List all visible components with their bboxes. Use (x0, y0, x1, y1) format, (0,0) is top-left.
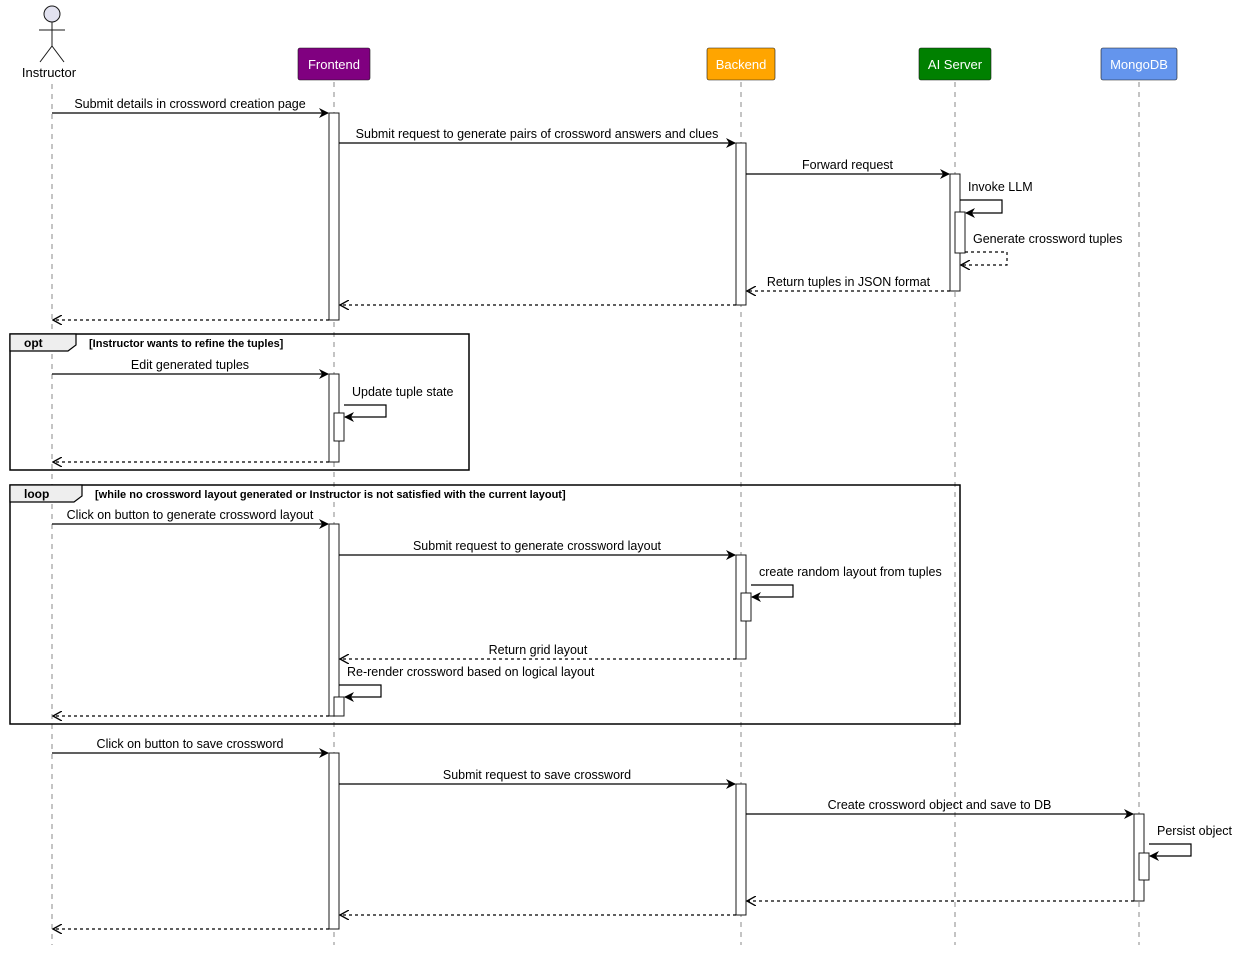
message: Forward request (746, 158, 950, 179)
message-label: Submit details in crossword creation pag… (74, 97, 305, 111)
message: Submit request to generate pairs of cros… (339, 127, 736, 148)
self-message-arrow (1149, 843, 1192, 861)
participant-label-backend: Backend (716, 57, 767, 72)
activation-backend (735, 783, 747, 916)
participant-box-backend (706, 47, 776, 81)
participant-backend: Backend (706, 47, 776, 81)
activation-ai (954, 211, 966, 254)
message-label: Return tuples in JSON format (767, 275, 931, 289)
message-label: Click on button to generate crossword la… (67, 508, 314, 522)
fragment-guard: [Instructor wants to refine the tuples] (89, 338, 284, 350)
fragment-tab (9, 484, 83, 503)
fragment-frame (9, 333, 470, 471)
participant-box-frontend (297, 47, 371, 81)
activation-mongo (1138, 852, 1150, 881)
self-message-arrow (960, 199, 1003, 218)
message: Create crossword object and save to DB (746, 798, 1134, 819)
message-label: Persist object (1157, 824, 1233, 838)
message-label: Submit request to generate pairs of cros… (356, 127, 719, 141)
fragment-guard: [while no crossword layout generated or … (95, 489, 566, 501)
participant-ai: AI Server (918, 47, 992, 81)
activation-frontend (328, 752, 340, 930)
participant-mongo: MongoDB (1100, 47, 1178, 81)
activation-backend (735, 142, 747, 306)
message: create random layout from tuples (751, 565, 942, 602)
message-label: Forward request (802, 158, 894, 172)
actor-label: Instructor (22, 65, 77, 80)
message: Persist object (1149, 824, 1233, 861)
participant-label-mongo: MongoDB (1110, 57, 1168, 72)
message-label: create random layout from tuples (759, 565, 942, 579)
message-label: Re-render crossword based on logical lay… (347, 665, 595, 679)
actor-right-leg (51, 45, 65, 63)
fragment-keyword: opt (24, 336, 43, 350)
message: Generate crossword tuples (961, 232, 1122, 265)
message: Click on button to generate crossword la… (52, 508, 329, 529)
message-label: Return grid layout (489, 643, 588, 657)
message-label: Update tuple state (352, 385, 454, 399)
fragment-keyword: loop (24, 487, 49, 501)
activation-frontend (333, 412, 345, 442)
participant-label-ai: AI Server (928, 57, 983, 72)
message-label: Create crossword object and save to DB (828, 798, 1052, 812)
message: Click on button to save crossword (52, 737, 329, 758)
participant-frontend: Frontend (297, 47, 371, 81)
self-message-arrow (751, 584, 794, 602)
actor-head-icon (43, 5, 61, 23)
message: Submit request to generate crossword lay… (339, 539, 736, 560)
actor-instructor: Instructor (22, 5, 77, 80)
fragment-opt: opt [Instructor wants to refine the tuple… (9, 333, 470, 471)
message: Submit request to save crossword (339, 768, 736, 789)
participant-box-mongo (1100, 47, 1178, 81)
fragment-tab (9, 333, 77, 352)
fragment-frame (9, 484, 961, 725)
message: Return grid layout (340, 643, 736, 659)
message: Submit details in crossword creation pag… (52, 97, 329, 118)
message: Update tuple state (344, 385, 454, 422)
actor-left-leg (39, 45, 53, 63)
message: Edit generated tuples (52, 358, 329, 379)
activation-backend (740, 592, 752, 622)
message: Re-render crossword based on logical lay… (339, 665, 595, 702)
participant-box-ai (918, 47, 992, 81)
participant-label-frontend: Frontend (308, 57, 360, 72)
message-label: Invoke LLM (968, 180, 1033, 194)
message: Invoke LLM (960, 180, 1033, 218)
self-message-arrow (961, 251, 1008, 265)
message-label: Click on button to save crossword (97, 737, 284, 751)
activation-frontend (333, 696, 345, 717)
fragment-loop: loop [while no crossword layout generated… (9, 484, 961, 725)
activation-frontend (328, 523, 340, 717)
self-message-arrow (339, 684, 382, 702)
activation-frontend (328, 112, 340, 321)
message-label: Submit request to generate crossword lay… (413, 539, 662, 553)
message-label: Edit generated tuples (131, 358, 249, 372)
self-message-arrow (344, 404, 387, 422)
message: Return tuples in JSON format (747, 275, 950, 291)
message-label: Submit request to save crossword (443, 768, 631, 782)
message-label: Generate crossword tuples (973, 232, 1122, 246)
